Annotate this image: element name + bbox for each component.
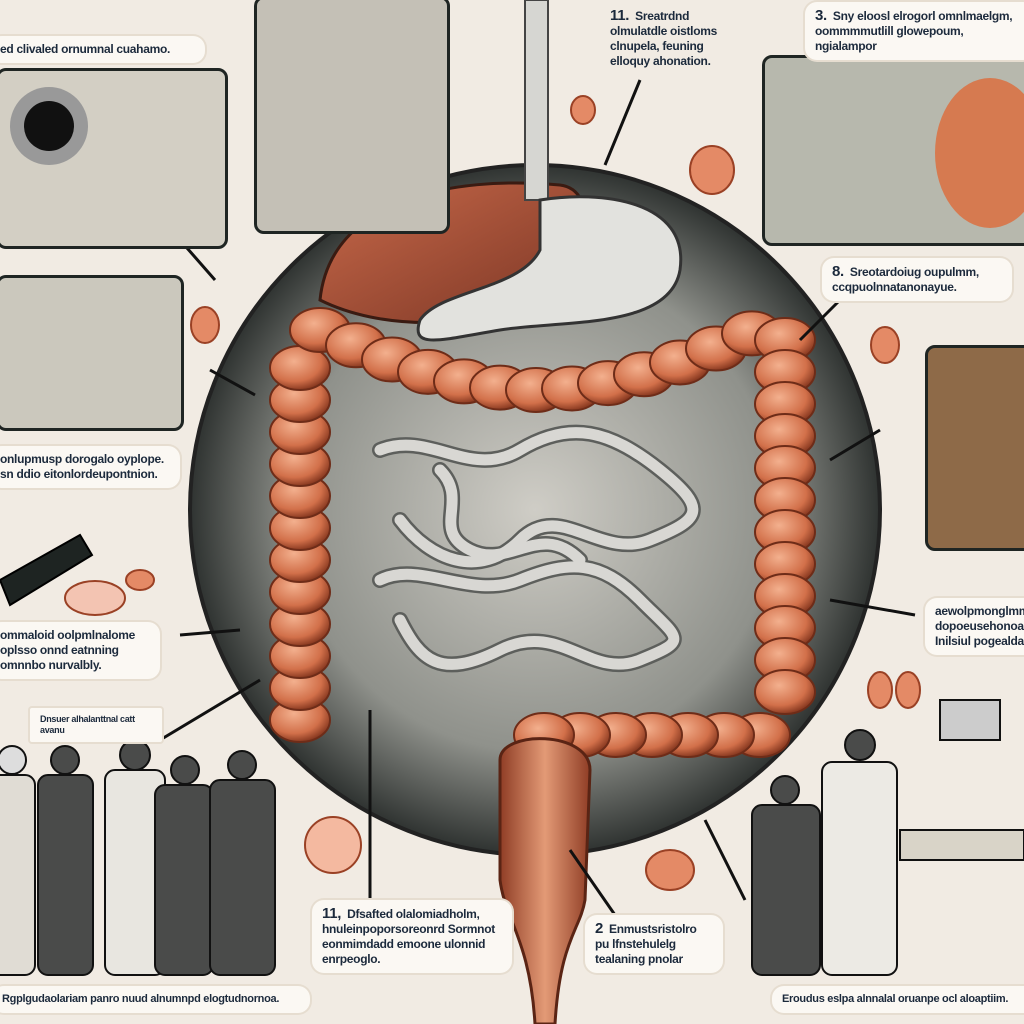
people-group-right — [751, 699, 1024, 976]
footer-caption-right: Eroudus eslpa alnnalal oruanpe ocl aloap… — [772, 986, 1024, 1013]
label-right-upper: 8.Sreotardoiug oupulmm, ccqpuolnnatanona… — [822, 258, 1012, 301]
stomach — [416, 195, 683, 342]
inset-panel-organs — [762, 55, 1024, 246]
colon-segment — [754, 669, 816, 715]
label-top-right: 3.Sny eloosl elrogorl omnlmaelgm, oommmm… — [805, 2, 1024, 60]
inset-panel-cross-section — [925, 345, 1024, 551]
decorative-organs — [64, 95, 921, 891]
label-top-center: 11.Sreatrdnd olmulatdle oistloms clnupel… — [610, 7, 717, 68]
syringe — [0, 533, 94, 607]
footer-caption-left: Rgplgudaolariam panro nuud alnumnpd elog… — [0, 986, 310, 1013]
wall-sign: Dnsuer alhalanttnal catt avanu — [30, 708, 162, 742]
esophagus — [524, 0, 549, 201]
label-left-middle: onlupmusp dorogalo oyplope. sn ddio eito… — [0, 446, 180, 488]
inset-panel-tissue — [0, 275, 184, 431]
inset-panel-colon-lumen — [0, 68, 228, 249]
rectum — [498, 737, 592, 1024]
people-group-left — [0, 739, 276, 976]
inset-panel-intestine-closeup — [254, 0, 450, 234]
label-top-left: ed clivaled ornumnal cuahamo. — [0, 36, 205, 63]
label-left-lower: ommaloid oolpmlnalome oplsso onnd eatnni… — [0, 622, 160, 679]
label-right-lower: aewolpmonglmm dopoeusehonoal Inilsiul po… — [925, 598, 1024, 655]
label-bottom-center-1: 11,Dfsafted olalomiadholm, hnuleinpopors… — [312, 900, 512, 973]
